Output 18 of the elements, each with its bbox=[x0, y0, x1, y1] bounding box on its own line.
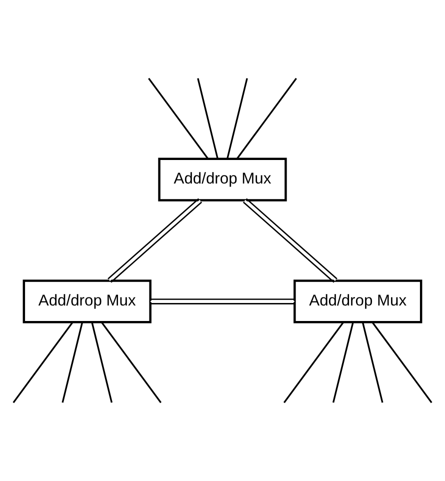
connector bbox=[362, 322, 384, 403]
node-box: Add/drop Mux bbox=[158, 158, 287, 202]
connector bbox=[91, 322, 113, 403]
node-box: Add/drop Mux bbox=[294, 280, 422, 324]
connector bbox=[12, 322, 74, 404]
connector bbox=[150, 298, 294, 304]
connector bbox=[283, 322, 344, 404]
connector bbox=[372, 322, 432, 404]
connector bbox=[197, 78, 218, 159]
connector bbox=[226, 78, 248, 159]
connector bbox=[236, 78, 297, 160]
connector bbox=[62, 322, 84, 403]
connector bbox=[242, 198, 338, 283]
connector bbox=[148, 78, 209, 160]
node-box: Add/drop Mux bbox=[22, 280, 152, 324]
connector bbox=[332, 322, 354, 403]
connector bbox=[101, 322, 162, 404]
connector bbox=[108, 198, 202, 283]
